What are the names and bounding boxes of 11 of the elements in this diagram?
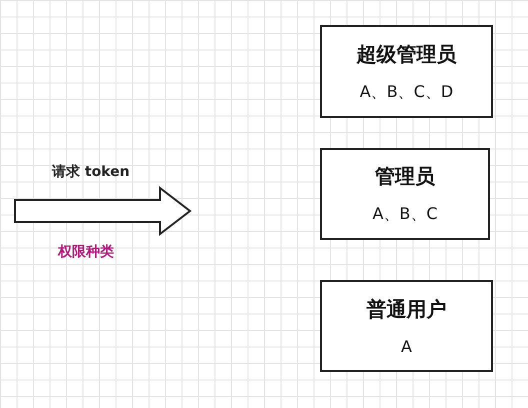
role-title: 普通用户 — [366, 296, 446, 323]
request-label: 请求 token — [52, 163, 130, 181]
role-box — [320, 25, 493, 118]
permission-list: A、B、C — [372, 204, 438, 225]
role-title: 超级管理员 — [356, 40, 456, 68]
role-box — [320, 280, 493, 372]
permission-list: A、B、C、D — [360, 82, 454, 102]
permission-list: A — [401, 337, 412, 356]
role-title: 管理员 — [375, 163, 435, 190]
permission-types-label: 权限种类 — [58, 243, 114, 261]
role-box — [320, 148, 490, 240]
